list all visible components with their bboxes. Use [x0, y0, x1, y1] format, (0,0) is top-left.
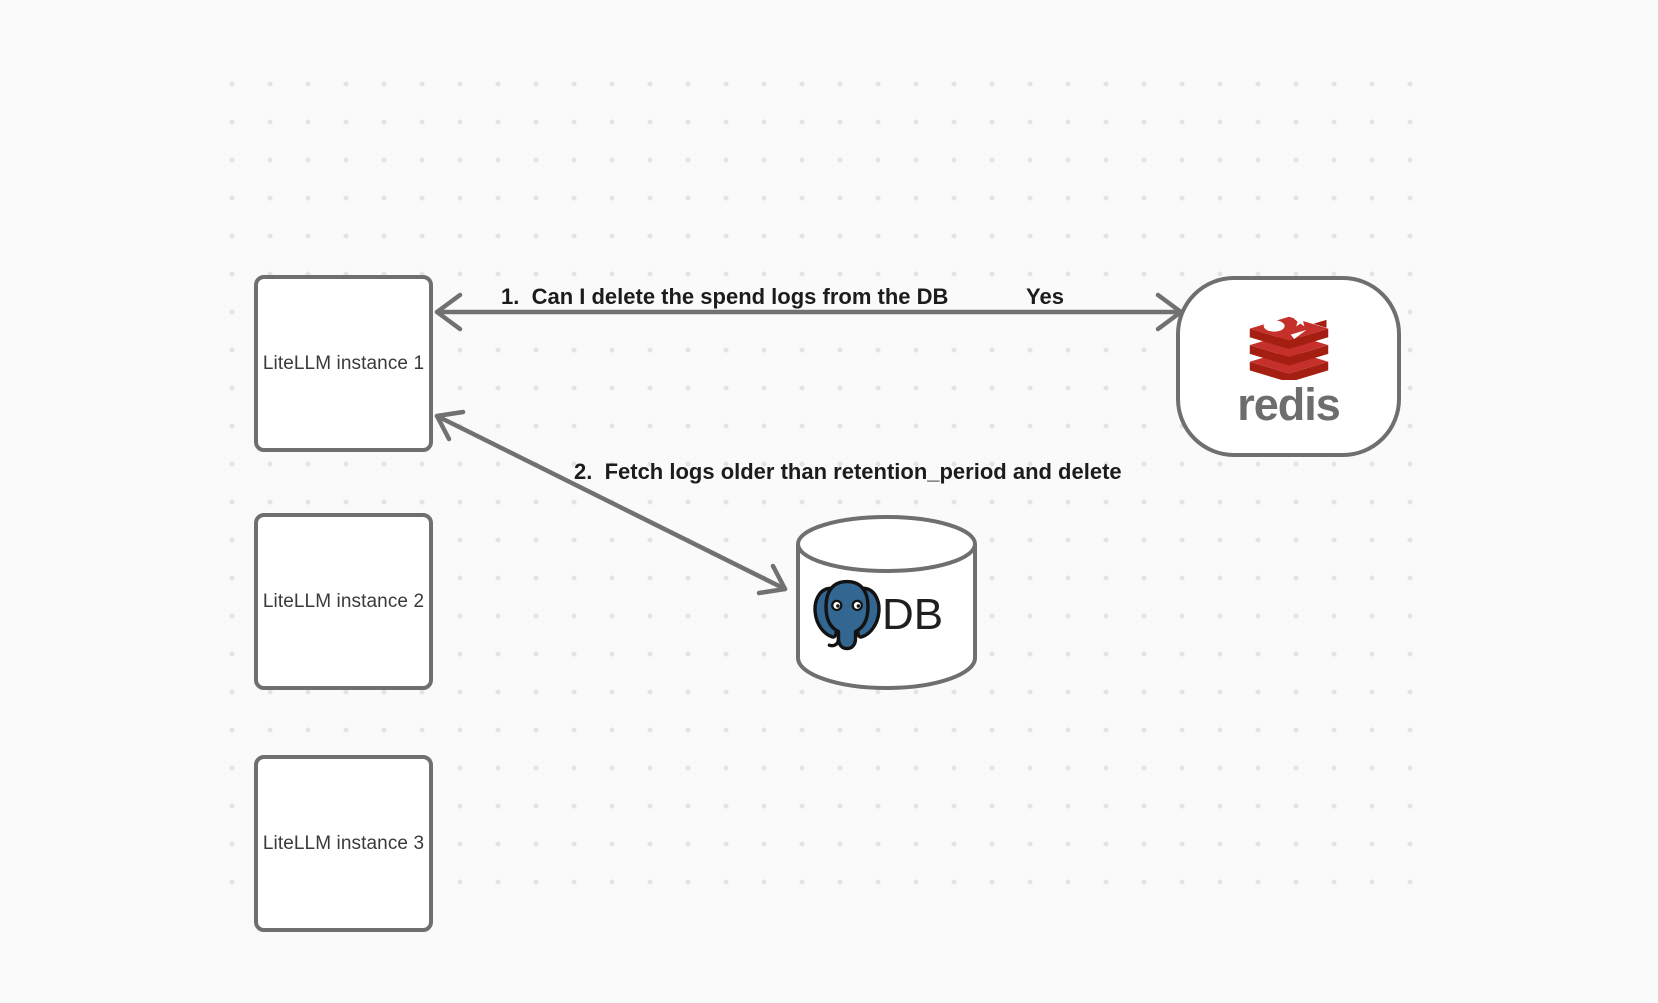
- db-content: DB: [810, 577, 970, 652]
- node-litellm-instance-1: LiteLLM instance 1: [254, 275, 433, 452]
- edge-1-reply-label: Yes: [1026, 284, 1064, 309]
- node-litellm-instance-3: LiteLLM instance 3: [254, 755, 433, 932]
- redis-logo-icon: [1249, 313, 1328, 380]
- node-db: DB: [794, 513, 979, 691]
- node-redis: redis: [1176, 276, 1401, 457]
- db-cylinder-shape: [796, 515, 977, 691]
- node-litellm-instance-2: LiteLLM instance 2: [254, 513, 433, 690]
- node-label: LiteLLM instance 3: [262, 832, 425, 854]
- redis-wordmark: redis: [1237, 379, 1341, 430]
- node-label: LiteLLM instance 1: [262, 352, 425, 374]
- edge-2-label: 2. Fetch logs older than retention_perio…: [574, 459, 1122, 484]
- node-label: LiteLLM instance 2: [262, 590, 425, 612]
- edge-1-label: 1. Can I delete the spend logs from the …: [501, 284, 949, 309]
- postgresql-elephant-icon: [813, 579, 881, 651]
- db-label: DB: [882, 589, 944, 639]
